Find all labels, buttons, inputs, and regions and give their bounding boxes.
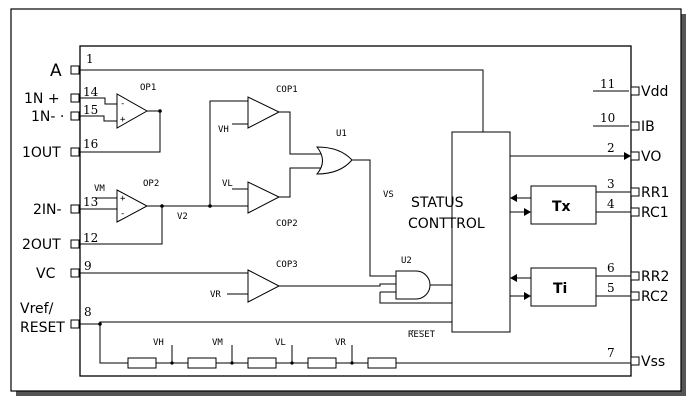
svg-text:VH: VH — [218, 125, 229, 135]
tx-block: Tx — [530, 185, 597, 225]
op-amp-op1: - + OP1 — [116, 83, 156, 129]
pin-rc1: 4 RC1 — [607, 197, 669, 221]
pin-ib: 10 IB — [593, 111, 655, 135]
wire-cop3-to-u2 — [279, 283, 396, 287]
svg-text:CONTTROL: CONTTROL — [408, 216, 485, 232]
pin-number: 16 — [83, 137, 98, 151]
pin-number: 4 — [607, 197, 615, 211]
svg-text:VL: VL — [222, 179, 233, 189]
op-amp-op2: + - OP2 VM — [94, 179, 159, 223]
pin-label: 2IN- — [33, 202, 62, 218]
vs-label: VS — [383, 190, 394, 200]
pin-label: 2OUT — [22, 237, 61, 253]
svg-text:COP3: COP3 — [276, 260, 298, 270]
pin-1in-minus: 1N- · 15 — [31, 103, 98, 125]
pin-label: A — [50, 61, 62, 81]
pin-rr2: 6 RR2 — [607, 261, 669, 285]
pin-label: Vdd — [641, 84, 668, 100]
wire-1in-minus — [79, 115, 117, 122]
pin-vss: 7 Vss — [607, 346, 665, 370]
pin-number: 7 — [607, 346, 615, 360]
outer-frame — [10, 8, 682, 392]
pin-number: 9 — [84, 259, 92, 273]
wire-divider-start — [99, 324, 128, 364]
pin-vdd: 11 Vdd — [593, 77, 668, 100]
svg-text:VH: VH — [153, 338, 164, 348]
pin-number: 2 — [607, 141, 615, 155]
pin-number: 6 — [607, 261, 615, 275]
v2-label: V2 — [177, 212, 188, 222]
wire-v2-to-cop1 — [209, 100, 248, 206]
pin-number: 3 — [607, 177, 615, 191]
pin-label: VO — [641, 149, 661, 165]
pin-number: 1 — [86, 52, 94, 66]
svg-text:COP1: COP1 — [276, 85, 298, 95]
wire-1in-plus — [79, 97, 117, 105]
svg-text:STATUS: STATUS — [411, 195, 464, 211]
pin-number: 11 — [600, 77, 615, 91]
comparator-cop2: COP2 VL — [222, 179, 298, 229]
and-gate-u2: U2 — [395, 256, 431, 300]
wire-reset — [99, 321, 452, 324]
pin-label: RR2 — [641, 269, 669, 285]
status-control-block: STATUS CONTTROL — [408, 131, 511, 333]
svg-text:+: + — [120, 115, 126, 125]
pin-number: 15 — [83, 103, 98, 117]
wire-1out — [79, 110, 161, 153]
vm-label: VM — [94, 184, 105, 194]
divider-taps: VH VM VL VR — [153, 338, 354, 365]
pin-label: 1N + — [24, 91, 60, 107]
svg-text:VL: VL — [275, 338, 286, 348]
svg-text:COP2: COP2 — [276, 219, 298, 229]
pin-label: Vref/ — [20, 301, 54, 317]
pin-number: 12 — [83, 231, 98, 245]
pin-vref-reset: Vref/ RESET 8 — [20, 301, 92, 336]
svg-text:U2: U2 — [401, 256, 412, 266]
wire-cop2-to-u1 — [279, 167, 321, 198]
pin-2in-minus: 2IN- 13 — [33, 195, 98, 218]
pin-number: 13 — [83, 195, 98, 209]
svg-text:Ti: Ti — [553, 281, 567, 297]
pin-rr1: 3 RR1 — [607, 177, 669, 201]
pin-rc2: 5 RC2 — [607, 281, 669, 305]
svg-text:Tx: Tx — [552, 199, 571, 215]
pin-label: RESET — [20, 320, 65, 336]
svg-text:-: - — [120, 99, 125, 109]
pin-label: 1OUT — [22, 145, 61, 161]
svg-text:U1: U1 — [336, 129, 347, 139]
pin-label: IB — [641, 119, 655, 135]
svg-text:VM: VM — [212, 338, 223, 348]
wire-vs — [352, 159, 396, 277]
pin-label: 1N- · — [31, 109, 64, 125]
svg-text:VR: VR — [335, 338, 346, 348]
pin-label: Vss — [641, 354, 665, 370]
pin-number: 10 — [600, 111, 615, 125]
pin-label: RC2 — [641, 289, 669, 305]
svg-text:VR: VR — [210, 290, 221, 300]
pin-number: 5 — [607, 281, 615, 295]
wire-a-to-status — [79, 69, 484, 132]
svg-text:-: - — [120, 209, 125, 219]
pin-number: 14 — [83, 85, 99, 99]
svg-text:+: + — [120, 194, 126, 204]
pin-number: 8 — [84, 305, 92, 319]
op2-label: OP2 — [143, 179, 159, 189]
pin-label: RC1 — [641, 205, 669, 221]
pin-1in-plus: 1N + 14 — [24, 85, 99, 107]
pin-label: VC — [36, 266, 56, 282]
or-gate-u1: U1 — [315, 129, 353, 175]
wire-2out — [79, 206, 163, 245]
wire-cop1-to-u1 — [279, 111, 321, 155]
comparator-cop1: COP1 VH — [218, 85, 298, 135]
ti-block: Ti — [530, 267, 597, 307]
op1-label: OP1 — [140, 83, 156, 93]
comparator-cop3: COP3 VR — [210, 260, 298, 303]
wire-u2-feedback — [379, 292, 452, 304]
pin-1out: 1OUT 16 — [22, 137, 98, 161]
reset-label: RESET — [408, 330, 436, 340]
pin-label: RR1 — [641, 185, 669, 201]
